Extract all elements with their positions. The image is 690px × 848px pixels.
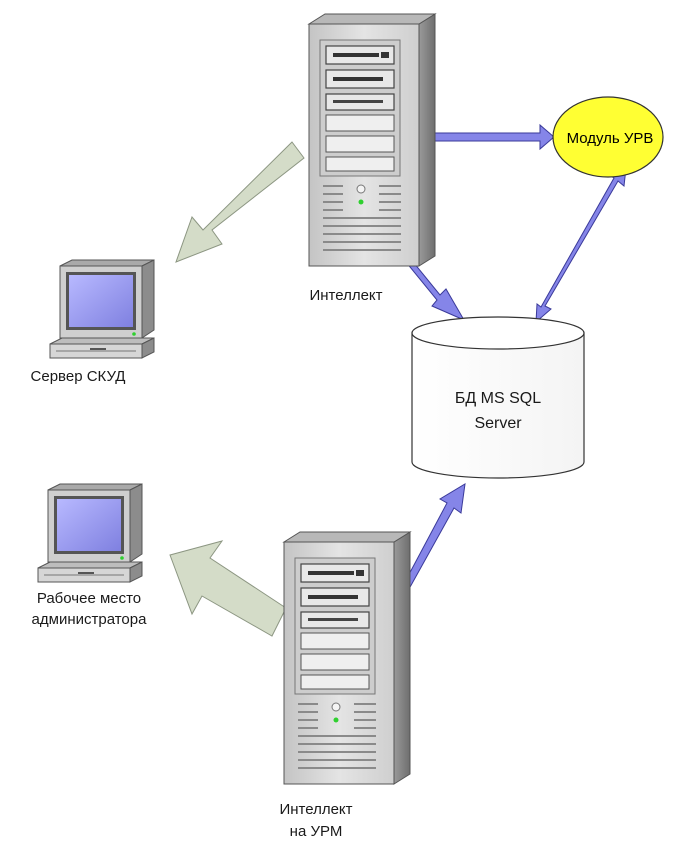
admin-workstation-pc-icon bbox=[37, 483, 143, 583]
db-label-line2: Server bbox=[474, 415, 522, 432]
server-intellect-icon bbox=[308, 13, 436, 267]
admin-label-line1: Рабочее место bbox=[37, 590, 141, 607]
arrow-module-db bbox=[535, 167, 627, 324]
server-bottom-label-line1: Интеллект bbox=[279, 801, 352, 818]
arrow-server-module bbox=[419, 123, 555, 151]
server-bottom-label-line2: на УРМ bbox=[290, 823, 343, 840]
server-intellect-urm-icon bbox=[283, 531, 411, 785]
db-label-line1: БД MS SQL bbox=[455, 390, 541, 407]
server-top-label: Интеллект bbox=[309, 287, 382, 304]
arrow-urm-db bbox=[397, 483, 466, 599]
skud-server-label: Сервер СКУД bbox=[31, 368, 126, 385]
admin-label-line2: администратора bbox=[32, 611, 148, 628]
skud-server-pc-icon bbox=[49, 259, 155, 359]
module-label: Модуль УРВ bbox=[567, 130, 654, 147]
flow-arrow-to-admin bbox=[169, 540, 287, 637]
database-cylinder-icon bbox=[411, 316, 585, 479]
module-ellipse-icon bbox=[552, 96, 664, 178]
flow-arrow-to-skud bbox=[175, 141, 305, 263]
